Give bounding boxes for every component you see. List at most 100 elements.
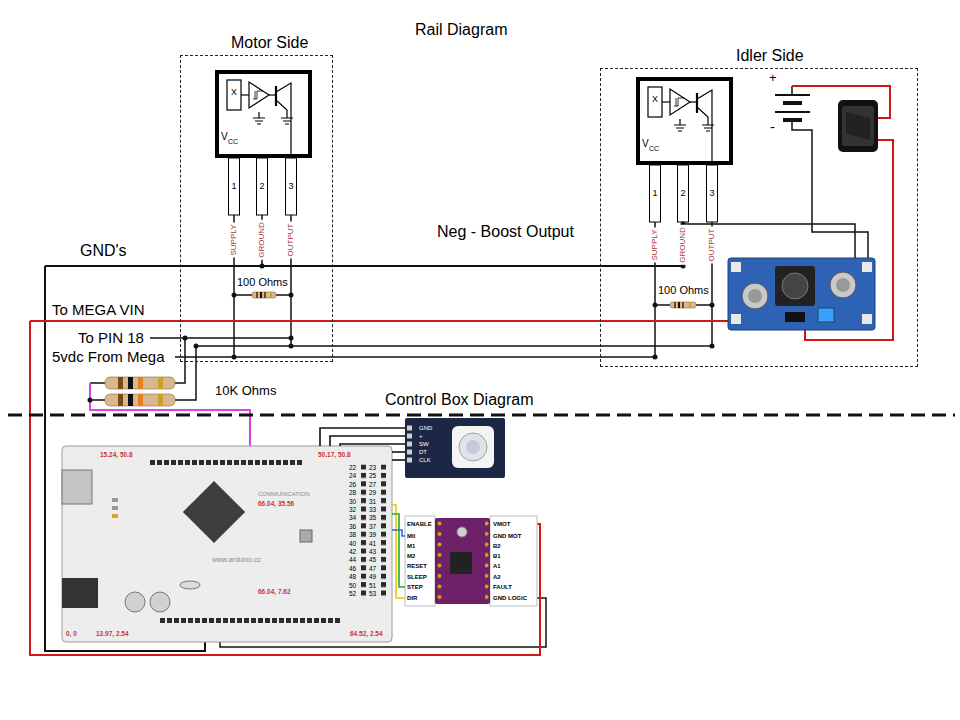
- resistor-symbol: [118, 377, 123, 389]
- board-coordinate: 50.17, 50.8: [318, 451, 351, 459]
- header-pin-number: 32: [349, 506, 356, 514]
- junction-dot: [289, 344, 294, 349]
- header-pin-number: 50: [349, 582, 356, 590]
- signal-wire: [45, 86, 868, 651]
- battery-symbol: [783, 118, 802, 122]
- resistor-symbol: [128, 394, 133, 406]
- header-pin-number: 40: [349, 540, 356, 548]
- driver-pin-label: GND MOT: [493, 532, 521, 540]
- junction-dot: [232, 293, 237, 298]
- boost-converter: [862, 262, 872, 272]
- arduino-mega-illustration: [361, 465, 386, 599]
- signal-wire: [175, 356, 655, 358]
- power-wire: [30, 86, 893, 655]
- arduino-mega-illustration: [150, 592, 170, 612]
- header-pin-number: 22: [349, 464, 356, 472]
- driver-pin-label: STEP: [407, 583, 423, 591]
- wire-label: GND's: [80, 242, 127, 260]
- supply-subscript: CC: [649, 145, 659, 153]
- board-coordinate: 66.04, 7.62: [258, 588, 291, 596]
- driver-pin-label: M0: [407, 532, 415, 540]
- junction-dot: [653, 303, 658, 308]
- resistor-symbol: [689, 302, 691, 308]
- resistor-symbol: [128, 377, 133, 389]
- junction-dot: [183, 336, 188, 341]
- header-pin-number: 28: [349, 489, 356, 497]
- sensor-region: Idler SideXVCC: [600, 68, 918, 367]
- header-pin-number: 25: [369, 472, 376, 480]
- battery-symbol: [783, 101, 802, 105]
- boost-converter: [862, 314, 872, 324]
- rotary-encoder-illustration: [407, 442, 412, 447]
- diagram-title: Rail Diagram: [415, 21, 507, 39]
- region-heading: Motor Side: [231, 34, 308, 52]
- wire-label: 5vdc From Mega: [52, 348, 165, 365]
- sensor-leg: [257, 158, 268, 215]
- wire-label: To PIN 18: [78, 329, 144, 346]
- sensor-leg: [650, 165, 661, 222]
- driver-pin-label: B2: [493, 542, 501, 550]
- boost-converter: [818, 308, 834, 322]
- arduino-mega-illustration: [125, 592, 145, 612]
- header-pin-number: 34: [349, 514, 356, 522]
- junction-dot: [289, 293, 294, 298]
- pin-function-label: SUPPLY: [650, 228, 659, 263]
- board-coordinate: 66.04, 35.56: [258, 500, 294, 508]
- pin-number: 3: [288, 181, 293, 191]
- pin-function-label: OUTPUT: [286, 222, 295, 259]
- junction-dot: [710, 303, 715, 308]
- rocker-switch: [838, 100, 878, 152]
- stepper-driver-illustration: [437, 521, 489, 605]
- header-pin-number: 41: [369, 540, 376, 548]
- resistor-symbol: [260, 292, 262, 298]
- supply-symbol: V: [221, 131, 228, 143]
- pin-number: 2: [259, 181, 264, 191]
- header-pin-number: 46: [349, 565, 356, 573]
- stepper-driver-illustration: [457, 527, 467, 537]
- rocker-switch: [838, 100, 878, 152]
- rotary-encoder-module: GND+SWDTCLK: [405, 418, 505, 478]
- stepper-driver-illustration: [490, 516, 537, 606]
- sensor-symbol-label: X: [227, 87, 241, 97]
- stepper-driver-illustration: [450, 552, 472, 574]
- hall-sensor: XVCC: [636, 77, 733, 165]
- wire-label: Neg - Boost Output: [437, 223, 574, 241]
- resistor-symbol: [105, 377, 175, 389]
- arduino-mega-illustration: [62, 446, 392, 642]
- wire: [392, 459, 405, 461]
- boost-converter: [731, 262, 741, 272]
- pin-function-label: OUTPUT: [707, 227, 716, 264]
- boost-converter: [742, 283, 768, 309]
- resistor-symbol: [138, 394, 143, 406]
- resistor-symbol: [674, 302, 676, 308]
- header-pin-number: 23: [369, 464, 376, 472]
- header-pin-number: 24: [349, 472, 356, 480]
- supply-symbol: V: [642, 138, 649, 150]
- section-heading: Control Box Diagram: [385, 391, 534, 409]
- rotary-encoder-illustration: [405, 418, 505, 478]
- sensor-region: Motor SideXVCC: [180, 55, 333, 362]
- header-pin-number: 27: [369, 481, 376, 489]
- header-pin-number: 39: [369, 531, 376, 539]
- boost-converter: [782, 273, 808, 299]
- power-wire: [30, 321, 540, 655]
- header-pin-number: 53: [369, 590, 376, 598]
- driver-pin-label: VMOT: [493, 520, 510, 528]
- resistor-symbol: [105, 292, 696, 406]
- driver-pin-label: A1: [493, 562, 501, 570]
- wire: [320, 428, 405, 446]
- junction-dot: [260, 264, 265, 269]
- header-pin-number: 38: [349, 531, 356, 539]
- module-pin-label: GND: [419, 424, 432, 432]
- boost-converter: [785, 312, 805, 322]
- module-pin-label: SW: [419, 440, 429, 448]
- boost-converter: [748, 289, 762, 303]
- stepper-driver-board: ENABLEM0M1M2RESETSLEEPSTEPDIRVMOTGND MOT…: [405, 516, 537, 606]
- signal-wire: [150, 337, 291, 339]
- rotary-encoder-illustration: [407, 434, 412, 439]
- module-pin-label: +: [419, 432, 423, 440]
- battery-symbol: [775, 94, 810, 96]
- signal-wire: [175, 346, 196, 400]
- arduino-mega-illustration: [112, 498, 118, 502]
- resistor-value: 100 Ohms: [237, 276, 288, 289]
